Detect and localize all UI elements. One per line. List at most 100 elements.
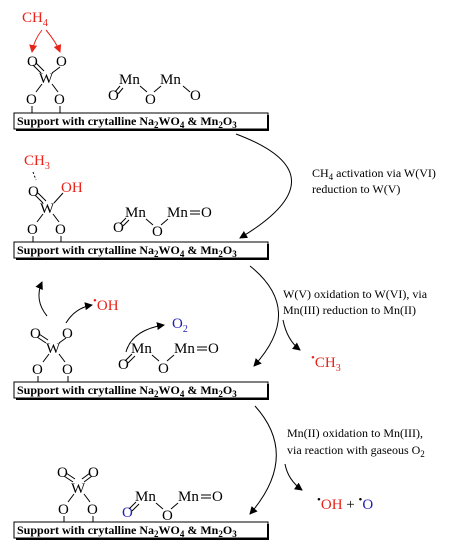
oxygen-atom: O — [27, 222, 38, 238]
oxygen-atom: O — [56, 54, 67, 70]
oxygen-atom: O — [57, 465, 68, 481]
w-o-double-bond — [35, 62, 45, 72]
mn-o-bond — [182, 85, 191, 93]
oxygen-atom: O — [212, 489, 223, 505]
oxygen-atom: O — [162, 508, 173, 524]
oxygen-atom: O — [27, 54, 38, 70]
w-o-double-bond — [34, 194, 44, 204]
tungsten-atom: W — [71, 481, 86, 497]
mn-o-bond — [145, 218, 154, 226]
step-2-label: W(V) oxidation to W(VI), via — [283, 287, 428, 301]
mn-o-bond — [160, 218, 169, 226]
mn-o-bond — [166, 354, 175, 362]
w-o-double-bond — [81, 472, 91, 480]
mn-o-double-bond — [131, 503, 140, 512]
oxygen-atom: O — [118, 357, 129, 373]
oxygen-atom: O — [152, 224, 163, 240]
oxygen-atom: O — [28, 184, 39, 200]
oxygen-atom: O — [208, 341, 219, 357]
radical-release-arrow — [284, 463, 303, 491]
oxygen-atom: O — [88, 465, 99, 481]
manganese-atom: Mn — [178, 489, 199, 505]
w-o-double-bond — [63, 475, 74, 483]
manganese-atom: Mn — [125, 205, 146, 221]
oxygen-atom: O — [62, 326, 73, 342]
support-label: Support with crytalline Na2WO4 & Mn2O3 — [17, 523, 237, 539]
electron-arrow — [65, 302, 93, 324]
manganese-atom: Mn — [135, 489, 156, 505]
mn-o-double-bond — [119, 217, 127, 225]
mn-o-bond — [170, 502, 179, 510]
oxygen-atom: O — [32, 362, 43, 378]
w-o-double-bond — [32, 64, 42, 74]
w-o-bond — [51, 66, 61, 74]
ch4-label: CH4 — [22, 10, 48, 29]
panel-2: CH3 O OH W O O O Mn O Mn O Support with … — [13, 153, 269, 260]
mn-o-bond — [153, 85, 162, 93]
manganese-atom: Mn — [119, 72, 140, 88]
oxygen-atom: O — [201, 205, 212, 221]
mn-o-bond — [155, 502, 164, 510]
step-2-label: Mn(III) reduction to Mn(II) — [283, 303, 416, 317]
step-1-arrow — [235, 133, 292, 239]
oxygen-atom: O — [108, 88, 119, 104]
oxygen-atom: O — [87, 502, 98, 518]
w-o-bond — [67, 493, 75, 503]
oxygen-atom: O — [55, 222, 66, 238]
manganese-atom: Mn — [131, 341, 152, 357]
products-label: •OH + •O — [317, 494, 373, 513]
w-o-bond — [51, 83, 59, 93]
panel-3: •OH O2 O O W O O O Mn O Mn O Support wit… — [13, 281, 269, 400]
mn-o-double-bond — [124, 353, 133, 362]
mn-o-double-bond — [114, 85, 121, 93]
mn-o-double-bond — [127, 355, 136, 364]
support-label: Support with crytalline Na2WO4 & Mn2O3 — [17, 383, 237, 399]
support-label: Support with crytalline Na2WO4 & Mn2O3 — [17, 243, 237, 259]
step-3-arrow — [249, 405, 277, 515]
w-o-bond — [36, 213, 44, 223]
w-o-bond — [52, 213, 60, 223]
oxygen-atom: O — [62, 362, 73, 378]
ch4-to-o-arrow — [45, 29, 62, 53]
c-o-bond — [32, 171, 37, 181]
hydroxyl-radical-label: •OH — [93, 295, 119, 314]
oxygen-atom: O — [58, 502, 69, 518]
methyl-radical-label: •CH3 — [311, 352, 341, 374]
oxygen-atom: O — [54, 92, 65, 108]
w-o-double-bond — [65, 472, 76, 480]
tungsten-atom: W — [40, 201, 55, 217]
step-2-arrow — [249, 265, 279, 367]
oxygen-atom: O — [30, 326, 41, 342]
w-o-bond — [58, 337, 67, 344]
w-oh-bond — [53, 192, 64, 204]
oxygen-atom: O — [113, 220, 124, 236]
w-o-bond — [42, 353, 50, 363]
w-o-bond — [35, 83, 43, 93]
mn-o-double-bond — [128, 501, 137, 510]
oxygen-atom: O — [190, 88, 201, 104]
manganese-atom: Mn — [167, 205, 188, 221]
mn-o-bond — [151, 354, 160, 362]
step-1-label: CH4 activation via W(VI) — [312, 166, 436, 182]
oxygen-atom: O — [158, 361, 169, 377]
w-o-double-bond — [38, 333, 49, 341]
w-o-bond — [58, 353, 66, 363]
tungsten-atom: W — [46, 341, 61, 357]
support-label: Support with crytalline Na2WO4 & Mn2O3 — [17, 114, 237, 130]
w-o-double-bond — [36, 336, 47, 344]
dioxygen-label: O2 — [172, 316, 188, 335]
step-3-label: Mn(II) oxidation to Mn(III), — [287, 426, 423, 440]
electron-arrow — [35, 281, 48, 317]
oxygen-atom: O — [26, 92, 37, 108]
w-o-double-bond — [83, 475, 93, 483]
ch4-to-o-arrow — [29, 29, 43, 53]
oxygen-atom: O — [122, 505, 133, 521]
ch3-release-arrow — [282, 319, 301, 351]
w-o-bond — [83, 493, 91, 503]
oxygen-atom: O — [145, 92, 156, 108]
manganese-atom: Mn — [174, 341, 195, 357]
ch3-label: CH3 — [24, 153, 50, 172]
panel-1: CH4 O O W O O O Mn O Mn O Support wi — [13, 10, 269, 131]
step-1-label: reduction to W(V) — [312, 182, 400, 196]
